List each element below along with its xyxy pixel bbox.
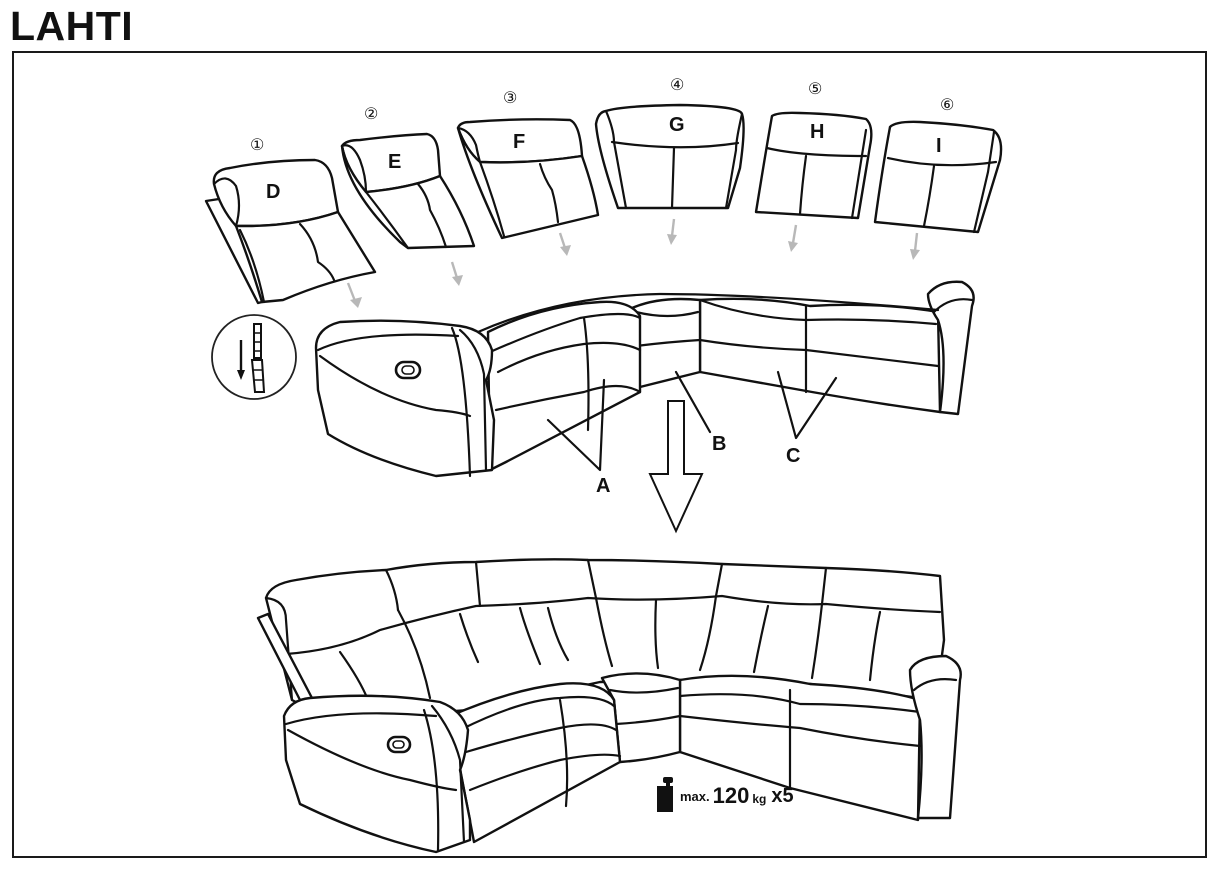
large-down-arrow-icon <box>648 400 704 534</box>
sofa-assembled <box>256 558 962 854</box>
load-capacity: max. 120 kg x5 <box>680 783 794 808</box>
diagram-frame <box>12 51 1207 858</box>
recliner-handle-icon <box>394 360 422 380</box>
module-h-label: H <box>810 121 824 143</box>
guide-arrow-3 <box>558 232 571 256</box>
sofa-partial-assembly: A B C <box>314 280 975 497</box>
guide-arrow-6 <box>910 232 920 260</box>
callout-label-b: B <box>712 433 726 455</box>
callout-label-c: C <box>786 445 800 467</box>
guide-arrow-5 <box>788 224 798 252</box>
product-title: LAHTI <box>10 3 134 49</box>
guide-arrow-2 <box>450 261 463 286</box>
guide-arrow-1 <box>346 282 362 308</box>
module-i: I <box>873 120 1003 234</box>
weight-icon <box>657 777 673 812</box>
step-number-6: ⑥ <box>940 97 954 114</box>
load-capacity-unit: kg <box>752 792 767 806</box>
step-numbers: ① ② ③ ④ ⑤ ⑥ <box>250 77 954 154</box>
module-g-label: G <box>669 114 685 136</box>
load-capacity-value: 120 <box>712 783 750 808</box>
guide-arrows <box>346 218 920 308</box>
load-capacity-prefix: max. <box>680 789 710 804</box>
module-e-label: E <box>388 151 401 173</box>
module-i-label: I <box>936 135 942 157</box>
step-number-5: ⑤ <box>808 81 822 98</box>
module-f-label: F <box>513 131 525 153</box>
load-capacity-multiplier: x5 <box>771 785 794 807</box>
module-d-label: D <box>266 181 280 203</box>
module-f: F <box>456 118 600 240</box>
module-e: E <box>340 132 476 250</box>
step-number-2: ② <box>364 106 378 123</box>
step-number-3: ③ <box>503 90 517 107</box>
module-g: G <box>594 103 745 210</box>
guide-arrow-4 <box>667 218 677 245</box>
module-d: D <box>204 158 377 305</box>
step-number-1: ① <box>250 137 264 154</box>
callout-label-a: A <box>596 475 610 497</box>
module-h: H <box>754 111 873 220</box>
step-number-4: ④ <box>670 77 684 94</box>
recliner-handle-icon <box>386 735 412 754</box>
bracket-slide-detail-icon <box>211 314 297 400</box>
